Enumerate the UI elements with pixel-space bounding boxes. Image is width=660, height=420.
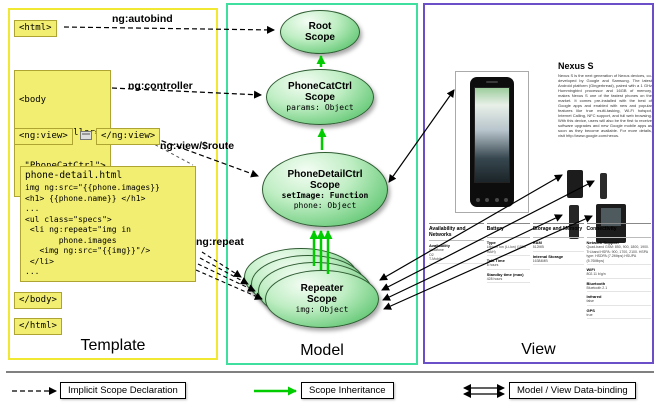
scope-property: phone: Object	[293, 200, 357, 210]
spec-header: Availability and Networks	[429, 224, 484, 241]
spec-label: Infrared	[586, 294, 602, 299]
code-line: <img ng:src="{{img}}"/>	[25, 246, 151, 255]
spec-column-availability: Availability and Networks Availability V…	[429, 223, 484, 319]
spec-value: 512MB	[532, 245, 584, 252]
html-open-tag-chip: <html>	[14, 20, 57, 37]
view-column-label: View	[521, 341, 556, 358]
spec-value: false	[586, 299, 651, 306]
phone-page-title: Nexus S	[558, 61, 594, 71]
spec-value: 16384MB	[532, 259, 584, 265]
spec-value: Vodafone O2 T-Mobile	[429, 248, 484, 264]
phone-thumbnail	[567, 170, 583, 198]
spec-value: 8 hours	[486, 263, 530, 270]
phone-body	[470, 77, 514, 207]
spec-value: Quad-band GSM: 850, 900, 1800, 1900. Tri…	[586, 245, 651, 265]
model-column-label: Model	[300, 342, 344, 359]
spec-header: Storage and Memory	[532, 224, 584, 238]
spec-value: Bluetooth 2.1	[586, 286, 651, 292]
controller-label: ng:controller	[128, 80, 193, 92]
spec-column-storage: Storage and Memory RAM 512MB Internal St…	[532, 223, 584, 319]
spec-table: Availability and Networks Availability V…	[429, 223, 651, 319]
code-line: <ul class="specs">	[25, 214, 112, 224]
code-line: </li>	[25, 256, 54, 266]
phone-thumbnail	[600, 173, 607, 199]
spec-value: true	[586, 313, 651, 319]
root-scope-ellipse: Root Scope	[280, 10, 360, 54]
code-line: img ng:src="{{phone.images}}	[25, 183, 160, 192]
repeat-label: ng:repeat	[196, 236, 244, 248]
spec-column-connectivity: Connectivity Network Support Quad-band G…	[586, 223, 651, 319]
scope-property: params: Object	[286, 103, 354, 112]
scope-property: setImage: Function	[281, 190, 369, 200]
repeater-scope-ellipse: Repeater Scope img: Object	[265, 270, 379, 328]
code-line: <li ng:repeat="img in	[25, 225, 131, 234]
spec-value: Lithium Ion (Li-Ion) (1500 mAH)	[486, 245, 530, 256]
legend-implicit-scope-declaration: Implicit Scope Declaration	[60, 382, 186, 399]
phone-detail-template-code: phone-detail.html img ng:src="{{phone.im…	[20, 166, 196, 282]
body-open-line: <body	[19, 95, 47, 105]
phonedetailctrl-scope-ellipse: PhoneDetailCtrl Scope setImage: Function…	[262, 152, 388, 227]
code-line: <h1> {{phone.name}} </h1>	[25, 193, 146, 203]
legend-scope-inheritance: Scope Inheritance	[301, 382, 394, 399]
scope-title: Root Scope	[304, 21, 335, 43]
code-line: phone.images	[25, 235, 117, 245]
spec-label: Bluetooth	[586, 280, 606, 286]
spec-value: 802.11 b/g/n	[586, 272, 651, 279]
spec-header: Battery	[486, 224, 530, 238]
phone-nav-buttons	[470, 198, 514, 202]
phone-speaker	[486, 81, 498, 83]
phone-description: Nexus S is the next generation of Nexus …	[558, 73, 652, 138]
body-close-tag-chip: </body>	[14, 292, 62, 309]
code-filename: phone-detail.html	[25, 170, 123, 181]
code-line: ...	[25, 267, 40, 276]
view-route-label: ng:view/$route	[160, 140, 235, 152]
ngview-close-chip: </ng:view>	[96, 128, 161, 145]
spec-column-battery: Battery Type Lithium Ion (Li-Ion) (1500 …	[486, 223, 530, 319]
code-line: ...	[25, 204, 40, 213]
phone-image	[455, 71, 529, 213]
scope-title: PhoneCatCtrl Scope	[288, 81, 352, 103]
scope-title: Repeater Scope	[300, 283, 344, 305]
html-close-tag-chip: </html>	[14, 318, 62, 335]
spec-header: Connectivity	[586, 224, 651, 238]
scope-property: img: Object	[295, 305, 349, 314]
template-column-label: Template	[80, 337, 146, 354]
view-column: View Nexus S Nexus S is the next generat…	[423, 3, 654, 364]
phone-screen	[474, 87, 510, 183]
phonecatctrl-scope-ellipse: PhoneCatCtrl Scope params: Object	[266, 69, 374, 125]
spec-value: 428 hours	[486, 277, 530, 283]
legend-model-view-databinding: Model / View Data-binding	[509, 382, 636, 399]
spec-label: Standby time (max)	[486, 271, 524, 277]
spec-label: Network Support	[586, 240, 619, 245]
spec-label: GPS	[586, 307, 595, 313]
scope-title: PhoneDetailCtrl Scope	[287, 168, 363, 191]
view-placeholder-icon	[80, 131, 92, 140]
autobind-label: ng:autobind	[112, 13, 173, 25]
ngview-open-chip: <ng:view>	[14, 128, 73, 145]
